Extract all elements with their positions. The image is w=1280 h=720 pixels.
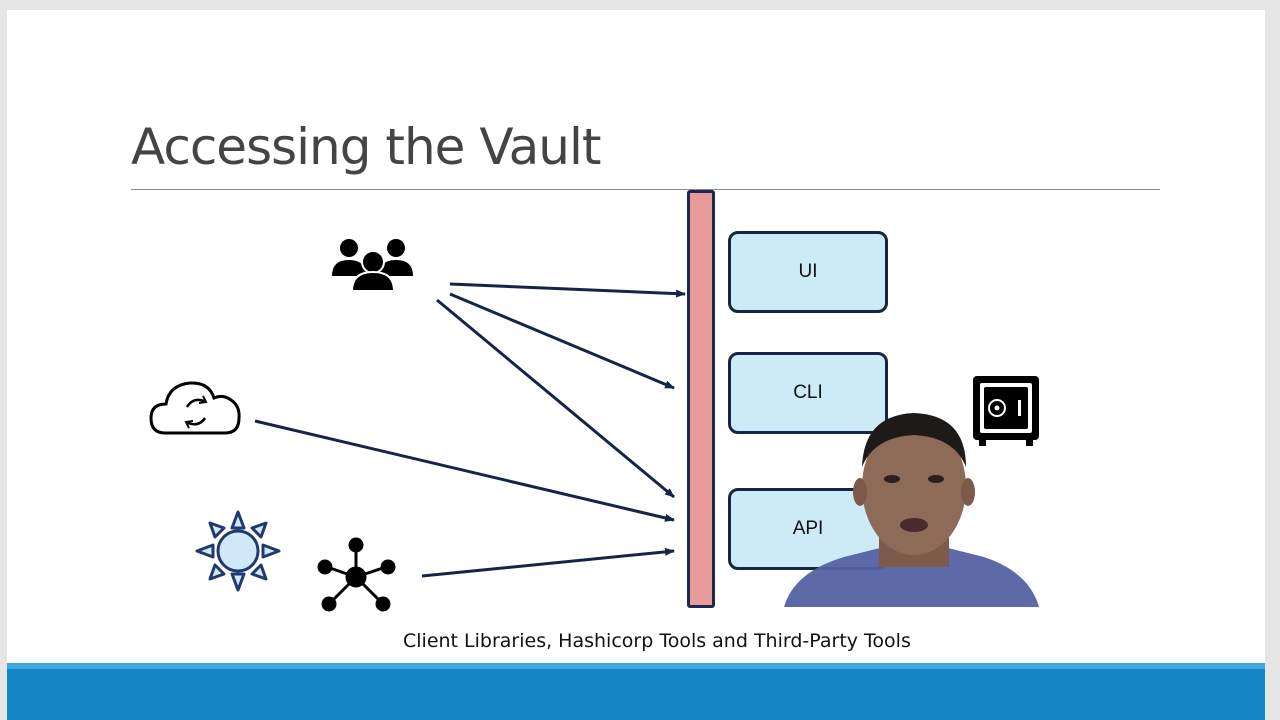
presenter-video-overlay — [784, 407, 1039, 607]
users-group-icon — [332, 239, 413, 292]
arrow-users-ui — [449, 282, 686, 298]
cli-access-box[interactable]: CLI — [728, 352, 888, 434]
arrow-cloud-api — [254, 419, 675, 522]
footer-accent-stripe — [7, 663, 1265, 669]
ui-access-box[interactable]: UI — [728, 231, 888, 313]
arrow-tools-api — [421, 547, 675, 578]
title-divider — [131, 189, 1160, 190]
vault-gateway-bar — [687, 190, 715, 608]
presenter-figure — [784, 413, 1039, 607]
slide-title: Accessing the Vault — [131, 118, 601, 176]
cloud-sync-icon — [149, 381, 241, 435]
arrows — [254, 282, 686, 578]
slide-caption: Client Libraries, Hashicorp Tools and Th… — [403, 630, 911, 652]
diagram-canvas — [149, 239, 1039, 612]
arrow-users-api — [436, 298, 675, 499]
footer-band — [7, 663, 1265, 720]
network-hub-icon — [317, 537, 396, 612]
vault-safe-icon — [973, 376, 1039, 446]
slide: Accessing the Vault — [7, 10, 1265, 720]
arrow-users-cli — [449, 292, 675, 390]
sun-icon — [195, 510, 281, 592]
